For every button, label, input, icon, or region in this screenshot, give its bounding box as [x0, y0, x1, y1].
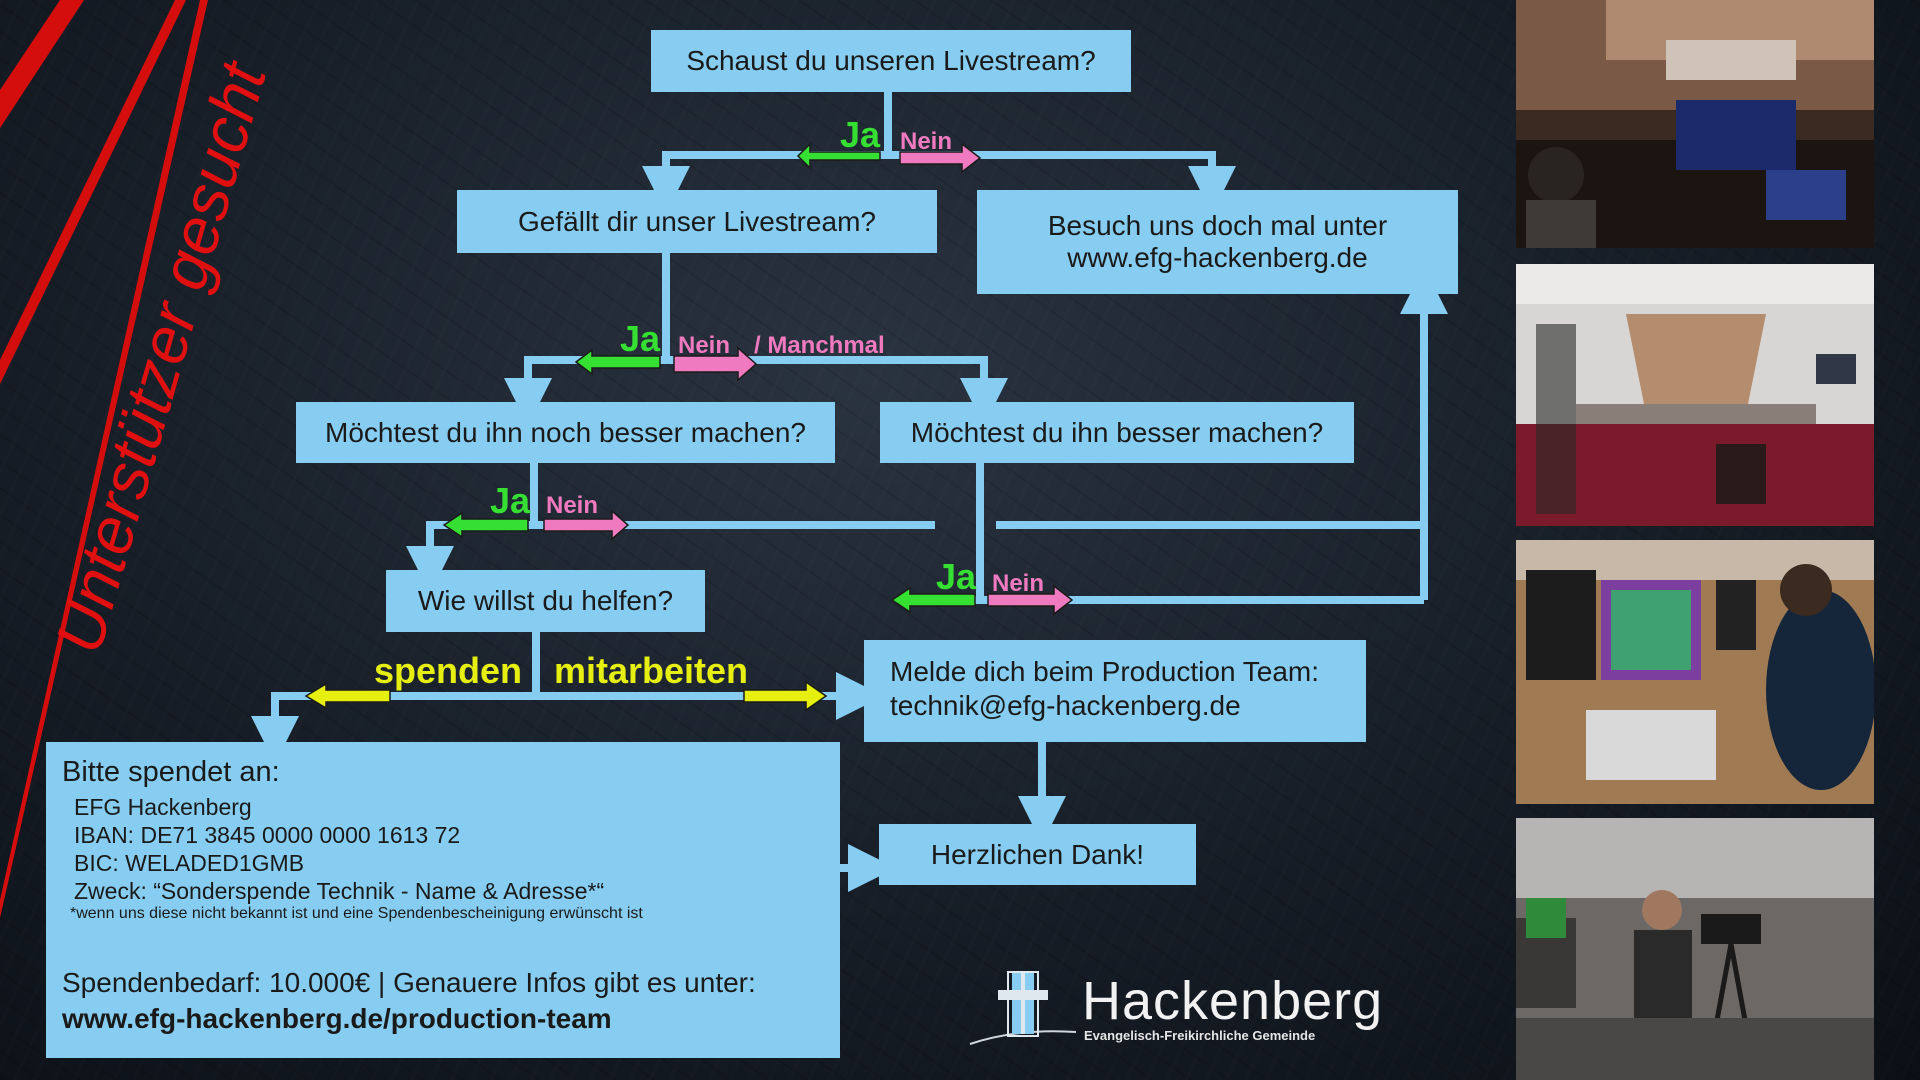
donation-heading: Bitte spendet an:	[62, 756, 280, 788]
label-ja-1: Ja	[840, 114, 881, 155]
photo-audio-mixer	[1516, 540, 1874, 804]
contact-box: Melde dich beim Production Team: technik…	[864, 640, 1366, 742]
donation-details: EFG Hackenberg IBAN: DE71 3845 0000 0000…	[62, 793, 840, 905]
visit-box: Besuch uns doch mal unter www.efg-hacken…	[977, 190, 1458, 294]
question-watch-livestream: Schaust du unseren Livestream?	[651, 30, 1131, 92]
label-nein-2: Nein	[678, 332, 731, 359]
label-manchmal: / Manchmal	[754, 332, 885, 359]
donation-url[interactable]: www.efg-hackenberg.de/production-team	[62, 1003, 612, 1034]
question-improve: Möchtest du ihn besser machen?	[880, 402, 1354, 463]
label-nein-4: Nein	[992, 570, 1045, 597]
label-ja-2: Ja	[620, 318, 661, 359]
visit-url: www.efg-hackenberg.de	[1067, 242, 1368, 273]
question-improve-more: Möchtest du ihn noch besser machen?	[296, 402, 835, 463]
donation-recipient: EFG Hackenberg	[74, 794, 252, 820]
label-ja-4: Ja	[936, 556, 977, 597]
donation-footnote: *wenn uns diese nicht bekannt ist und ei…	[70, 905, 643, 922]
donation-bic: BIC: WELADED1GMB	[74, 850, 305, 876]
photo-church-hall	[1516, 264, 1874, 526]
question-improve-more-text: Möchtest du ihn noch besser machen?	[325, 416, 806, 448]
question-improve-text: Möchtest du ihn besser machen?	[910, 416, 1324, 448]
label-ja-3: Ja	[490, 480, 531, 521]
logo-subtitle: Evangelisch-Freikirchliche Gemeinde	[1084, 1028, 1316, 1043]
visit-line-1: Besuch uns doch mal unter	[1047, 210, 1388, 241]
contact-line-1: Melde dich beim Production Team:	[890, 656, 1320, 687]
question-how-help-text: Wie willst du helfen?	[417, 585, 674, 616]
question-how-help: Wie willst du helfen?	[386, 570, 705, 632]
thanks-box: Herzlichen Dank!	[879, 824, 1196, 885]
photo-control-room	[1516, 0, 1874, 248]
label-nein-1: Nein	[900, 128, 953, 155]
label-mitarbeiten: mitarbeiten	[554, 650, 749, 691]
donation-purpose: Zweck: “Sonderspende Technik - Name & Ad…	[74, 878, 605, 904]
donation-box: Bitte spendet an: EFG Hackenberg IBAN: D…	[46, 742, 840, 1058]
donation-need: Spendenbedarf: 10.000€ | Genauere Infos …	[62, 967, 756, 998]
donation-iban: IBAN: DE71 3845 0000 0000 1613 72	[74, 822, 461, 848]
red-stripes	[0, 0, 208, 918]
label-nein-3: Nein	[546, 492, 599, 519]
contact-email: technik@efg-hackenberg.de	[890, 690, 1241, 721]
photo-camera-operator	[1516, 818, 1874, 1080]
cross-logo-icon	[969, 971, 1077, 1045]
thanks-text: Herzlichen Dank!	[930, 838, 1145, 870]
question-watch-livestream-text: Schaust du unseren Livestream?	[686, 45, 1096, 76]
label-spenden: spenden	[374, 650, 523, 691]
question-like-livestream: Gefällt dir unser Livestream?	[457, 190, 937, 253]
flowchart-connectors	[251, 92, 1448, 892]
question-like-livestream-text: Gefällt dir unser Livestream?	[518, 205, 876, 237]
logo-name: Hackenberg	[1082, 971, 1384, 1031]
